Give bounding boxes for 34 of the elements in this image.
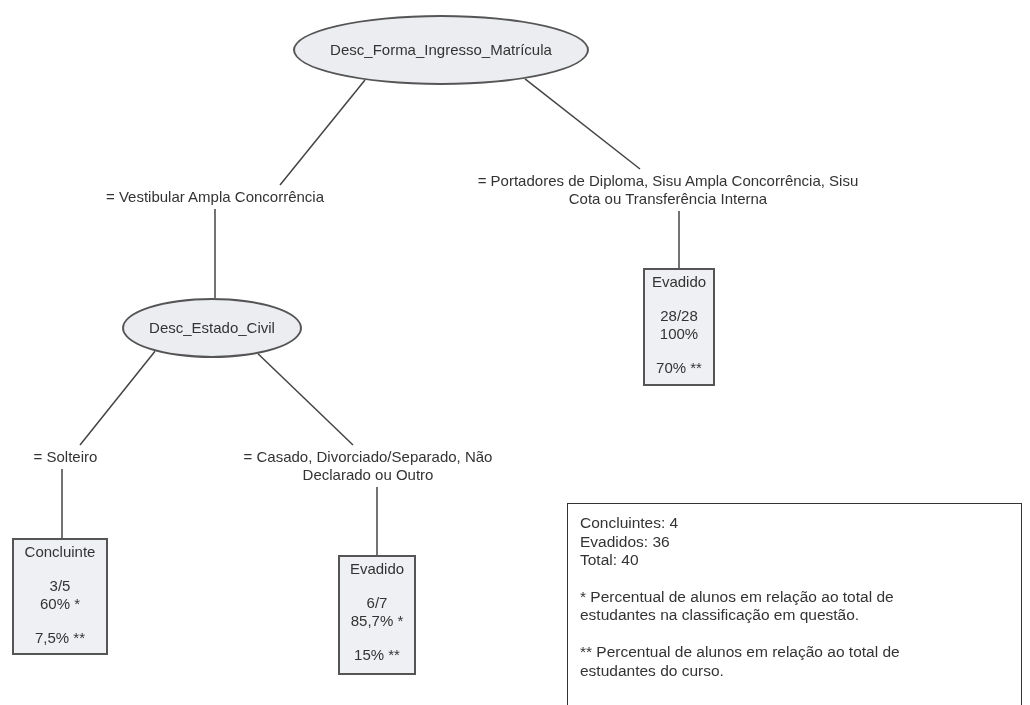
tree-branch-line [257, 353, 354, 446]
leaf-stat: 7,5% ** [33, 629, 86, 647]
legend-note: ** Percentual de alunos em relação ao total de estudantes do curso. [580, 642, 901, 681]
leaf-stat: 15% ** [353, 646, 401, 664]
leaf-stat: 100% [658, 325, 700, 343]
tree-branch-line [214, 208, 216, 299]
legend-note: Total: 40 [580, 551, 640, 570]
leaf-box [12, 538, 108, 655]
leaf-stat: 85,7% * [349, 612, 405, 630]
branch-label: = Solteiro [18, 448, 113, 466]
leaf-stat: 6/7 [365, 594, 389, 612]
tree-branch-line [524, 78, 641, 170]
tree-branch-line [678, 210, 680, 269]
legend-box [567, 503, 1022, 705]
class-label: Concluinte [23, 543, 97, 561]
leaf-stat: 70% ** [655, 359, 703, 377]
legend-note: Evadidos: 36 [580, 532, 671, 552]
leaf-box [643, 268, 715, 386]
node-label: Desc_Estado_Civil [149, 319, 275, 337]
leaf-stat: 28/28 [659, 307, 699, 325]
legend-note: * Percentual de alunos em relação ao total de estudantes na classificação em questão. [580, 587, 895, 625]
legend-note: Concluintes: 4 [580, 514, 680, 533]
class-label: Evadido [650, 273, 708, 291]
leaf-stat: 3/5 [48, 577, 72, 595]
branch-label: = Casado, Divorciado/Separado, Não Declarado ou Outro [243, 448, 493, 484]
branch-label: = Portadores de Diploma, Sisu Ampla Concorrência, Sisu Cota ou Transferência Interna [473, 172, 863, 208]
tree-branch-line [279, 79, 366, 186]
class-label: Evadido [348, 560, 406, 578]
tree-branch-line [376, 486, 378, 556]
branch-label: = Vestibular Ampla Concorrência [70, 188, 360, 206]
tree-branch-line [61, 468, 63, 539]
leaf-stat: 60% * [39, 595, 81, 613]
leaf-box [338, 555, 416, 675]
node-label: Desc_Forma_Ingresso_Matrícula [330, 41, 552, 59]
